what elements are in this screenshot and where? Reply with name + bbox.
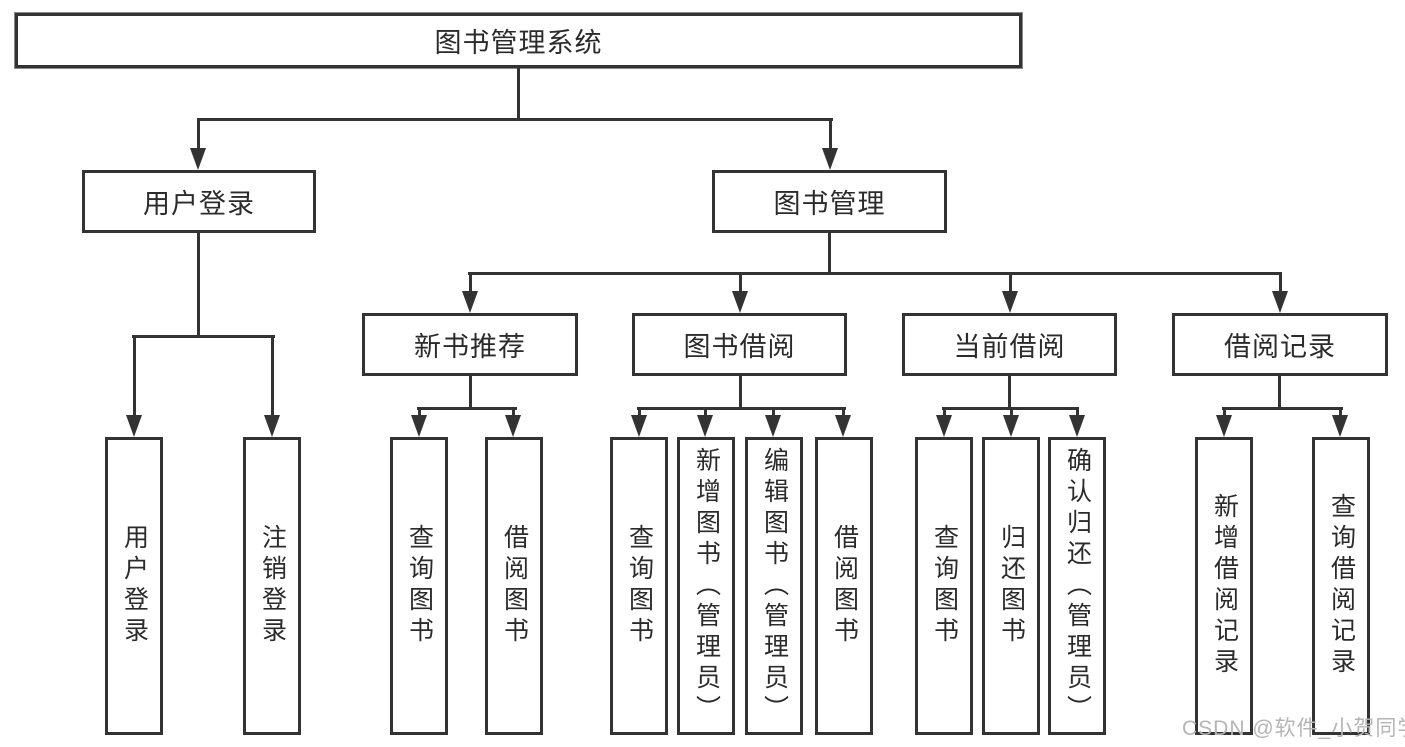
arrow-down-icon bbox=[126, 415, 142, 437]
leaf-label: 编辑图书（管理员） bbox=[760, 446, 789, 726]
connector-vline bbox=[197, 120, 200, 150]
leaf-add-books-admin: 新增图书（管理员） bbox=[677, 437, 735, 735]
leaf-label: 用户登录 bbox=[120, 524, 149, 648]
connector-vline bbox=[517, 66, 520, 120]
connector-vline bbox=[943, 409, 946, 417]
arrow-down-icon bbox=[505, 415, 521, 437]
connector-hline bbox=[197, 118, 833, 121]
arrow-down-icon bbox=[1216, 415, 1232, 437]
node-new-book-recommend: 新书推荐 bbox=[362, 313, 578, 376]
connector-hline bbox=[417, 407, 517, 410]
leaf-query-books-borrow: 查询图书 bbox=[610, 437, 668, 735]
leaf-edit-books-admin: 编辑图书（管理员） bbox=[745, 437, 803, 735]
leaf-user-logout: 注销登录 bbox=[243, 437, 301, 735]
leaf-query-books-recommend: 查询图书 bbox=[390, 437, 448, 735]
arrow-down-icon bbox=[1332, 415, 1348, 437]
node-current-borrow: 当前借阅 bbox=[902, 313, 1117, 376]
leaf-label: 查询图书 bbox=[930, 524, 959, 648]
arrow-down-icon bbox=[936, 415, 952, 437]
node-root-system: 图书管理系统 bbox=[15, 13, 1022, 68]
arrow-down-icon bbox=[1003, 415, 1019, 437]
arrow-down-icon bbox=[697, 415, 713, 437]
leaf-query-borrow-record: 查询借阅记录 bbox=[1312, 437, 1370, 735]
connector-vline bbox=[829, 120, 832, 150]
connector-vline bbox=[418, 409, 421, 417]
connector-vline bbox=[1223, 409, 1226, 417]
csdn-watermark: CSDN @软件_小贺同学 bbox=[1182, 717, 1405, 740]
arrow-down-icon bbox=[264, 415, 280, 437]
connector-vline bbox=[828, 233, 831, 275]
node-borrow-records: 借阅记录 bbox=[1172, 313, 1388, 376]
connector-vline bbox=[842, 409, 845, 417]
arrow-down-icon bbox=[765, 415, 781, 437]
arrow-down-icon bbox=[835, 415, 851, 437]
leaf-return-books: 归还图书 bbox=[982, 437, 1040, 735]
leaf-label: 查询图书 bbox=[405, 524, 434, 648]
arrow-down-icon bbox=[1272, 291, 1288, 313]
connector-vline bbox=[1339, 409, 1342, 417]
connector-vline bbox=[1008, 374, 1011, 410]
leaf-label: 确认归还（管理员） bbox=[1063, 446, 1092, 726]
leaf-borrow-books-recommend: 借阅图书 bbox=[485, 437, 543, 735]
connector-hline bbox=[1222, 407, 1343, 410]
leaf-label: 新增借阅记录 bbox=[1210, 493, 1239, 679]
leaf-label: 新增图书（管理员） bbox=[692, 446, 721, 726]
connector-hline bbox=[942, 407, 1079, 410]
leaf-label: 查询借阅记录 bbox=[1327, 493, 1356, 679]
connector-vline bbox=[772, 409, 775, 417]
connector-vline bbox=[704, 409, 707, 417]
connector-hline bbox=[637, 407, 846, 410]
arrow-down-icon bbox=[1002, 291, 1018, 313]
leaf-query-books-current: 查询图书 bbox=[915, 437, 973, 735]
connector-vline bbox=[739, 374, 742, 410]
arrow-down-icon bbox=[1069, 415, 1085, 437]
leaf-user-login: 用户登录 bbox=[105, 437, 163, 735]
leaf-label: 查询图书 bbox=[625, 524, 654, 648]
connector-vline bbox=[739, 274, 742, 293]
arrow-down-icon bbox=[732, 291, 748, 313]
leaf-confirm-return-admin: 确认归还（管理员） bbox=[1048, 437, 1106, 735]
connector-vline bbox=[1278, 374, 1281, 410]
arrow-down-icon bbox=[631, 415, 647, 437]
connector-vline bbox=[271, 337, 274, 417]
connector-vline bbox=[1010, 409, 1013, 417]
connector-vline bbox=[197, 231, 200, 338]
connector-vline bbox=[512, 409, 515, 417]
leaf-label: 借阅图书 bbox=[830, 524, 859, 648]
connector-hline bbox=[132, 335, 275, 338]
connector-vline bbox=[638, 409, 641, 417]
connector-vline bbox=[1279, 274, 1282, 293]
node-user-login: 用户登录 bbox=[82, 170, 316, 233]
connector-vline bbox=[1076, 409, 1079, 417]
connector-vline bbox=[469, 274, 472, 293]
connector-vline bbox=[469, 374, 472, 410]
leaf-add-borrow-record: 新增借阅记录 bbox=[1195, 437, 1253, 735]
connector-vline bbox=[133, 337, 136, 417]
arrow-down-icon bbox=[822, 148, 838, 170]
arrow-down-icon bbox=[411, 415, 427, 437]
leaf-borrow-books: 借阅图书 bbox=[815, 437, 873, 735]
arrow-down-icon bbox=[190, 148, 206, 170]
connector-vline bbox=[1009, 274, 1012, 293]
node-book-borrow: 图书借阅 bbox=[632, 313, 847, 376]
leaf-label: 借阅图书 bbox=[500, 524, 529, 648]
leaf-label: 注销登录 bbox=[258, 524, 287, 648]
leaf-label: 归还图书 bbox=[997, 524, 1026, 648]
connector-hline bbox=[468, 272, 1282, 275]
arrow-down-icon bbox=[462, 291, 478, 313]
node-book-management: 图书管理 bbox=[712, 170, 947, 233]
